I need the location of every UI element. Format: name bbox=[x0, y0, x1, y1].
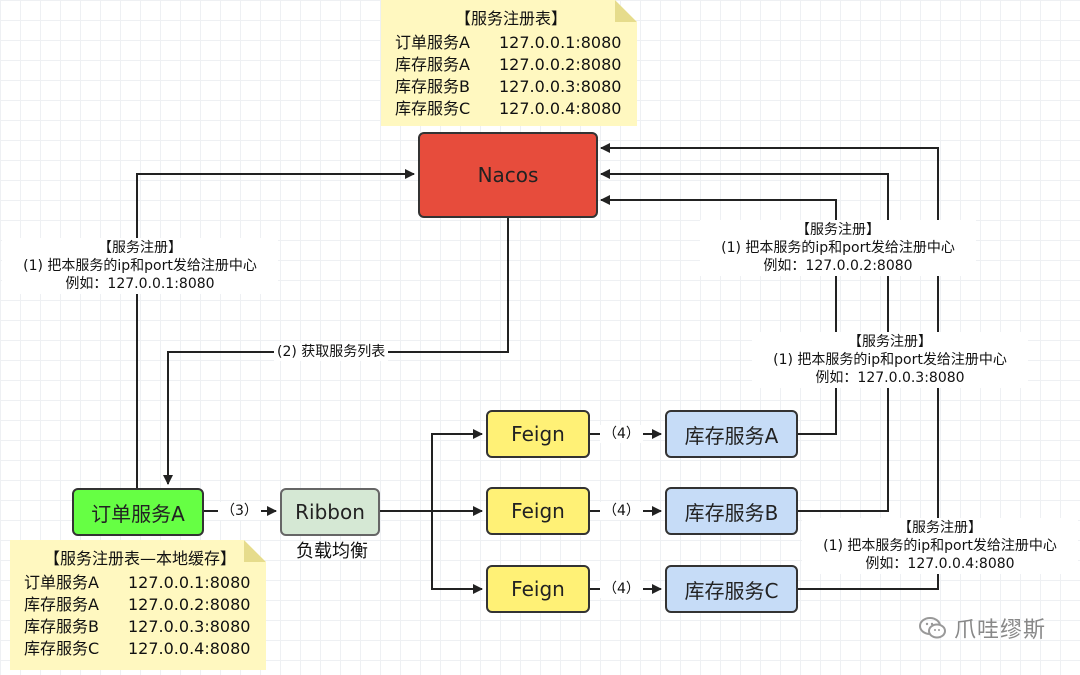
order-register-label: 【服务注册】 (1) 把本服务的ip和port发给注册中心 例如：127.0.0… bbox=[2, 238, 278, 294]
feign-c-node[interactable]: Feign bbox=[486, 565, 590, 613]
wechat-icon bbox=[918, 617, 946, 639]
edge-ribbon-feign-c bbox=[431, 511, 483, 594]
stock-c-register-label: 【服务注册】 (1) 把本服务的ip和port发给注册中心 例如：127.0.0… bbox=[802, 518, 1078, 574]
stock-b-register-label: 【服务注册】 (1) 把本服务的ip和port发给注册中心 例如：127.0.0… bbox=[752, 332, 1028, 388]
step4-c-label: （4） bbox=[600, 580, 643, 598]
feign-b-node[interactable]: Feign bbox=[486, 487, 590, 535]
step3-label: （3） bbox=[218, 502, 261, 520]
local-cache-note-title: 【服务注册表—本地缓存】 bbox=[43, 549, 236, 568]
step4-b-label: （4） bbox=[600, 502, 643, 520]
edge-stock-a-register bbox=[600, 195, 837, 435]
stock-a-register-label: 【服务注册】 (1) 把本服务的ip和port发给注册中心 例如：127.0.0… bbox=[700, 220, 976, 276]
fetch-list-label: (2) 获取服务列表 bbox=[274, 343, 389, 361]
step4-a-label: （4） bbox=[600, 425, 643, 443]
ribbon-caption: 负载均衡 bbox=[296, 541, 368, 562]
watermark: 爪哇缪斯 bbox=[918, 612, 1046, 644]
order-service-a-node[interactable]: 订单服务A bbox=[72, 488, 204, 536]
nacos-node[interactable]: Nacos bbox=[418, 132, 598, 218]
watermark-text: 爪哇缪斯 bbox=[953, 618, 1046, 643]
registry-note-title: 【服务注册表】 bbox=[454, 9, 567, 28]
edge-ribbon-feign-a bbox=[431, 429, 483, 511]
feign-a-node[interactable]: Feign bbox=[486, 410, 590, 458]
edge-order-register bbox=[136, 169, 415, 488]
stock-service-a-node[interactable]: 库存服务A bbox=[665, 410, 798, 458]
ribbon-node[interactable]: Ribbon bbox=[280, 488, 380, 536]
stock-service-c-node[interactable]: 库存服务C bbox=[665, 565, 798, 613]
stock-service-b-node[interactable]: 库存服务B bbox=[665, 487, 798, 535]
